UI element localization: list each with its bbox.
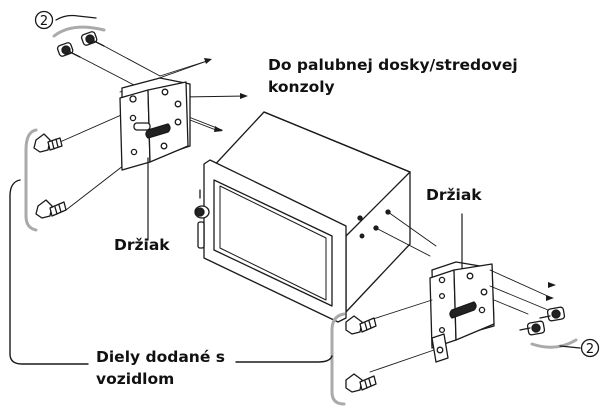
small-screws-top [56, 31, 105, 58]
label-bracket-right: Držiak [426, 186, 482, 204]
arrows-left [204, 58, 248, 132]
label-dashboard-line2: konzoly [268, 78, 335, 96]
screw-small-2 [80, 31, 105, 47]
vehicle-screws-left [33, 133, 67, 219]
callout-top-left: 2 [34, 10, 106, 38]
label-vehicle-parts-line2: vozidlom [96, 370, 174, 388]
label-dashboard-line1: Do palubnej dosky/stredovej [268, 56, 518, 74]
left-bracket [119, 77, 191, 171]
guide-lines-right [369, 211, 553, 373]
screw-small-4 [519, 320, 546, 336]
vehicle-parts-brace-left [9, 128, 89, 365]
screw-right-upper [345, 315, 377, 335]
screw-left-lower [35, 199, 67, 219]
label-vehicle-parts-line1: Diely dodané s [96, 348, 225, 366]
screw-small-3 [539, 306, 566, 322]
screw-small-1 [56, 42, 81, 58]
right-bracket [429, 261, 495, 363]
vehicle-parts-brace-right [235, 312, 346, 406]
arrows-right [546, 282, 556, 301]
callout-bottom-right: 2 [530, 338, 600, 358]
label-bracket-left: Držiak [114, 236, 170, 254]
svg-text:2: 2 [586, 342, 594, 357]
svg-text:2: 2 [40, 14, 48, 29]
vehicle-screws-right [345, 315, 377, 393]
head-unit [194, 111, 411, 323]
screw-left-upper [33, 133, 63, 153]
small-screws-right [519, 306, 566, 336]
screw-right-lower [345, 373, 377, 393]
